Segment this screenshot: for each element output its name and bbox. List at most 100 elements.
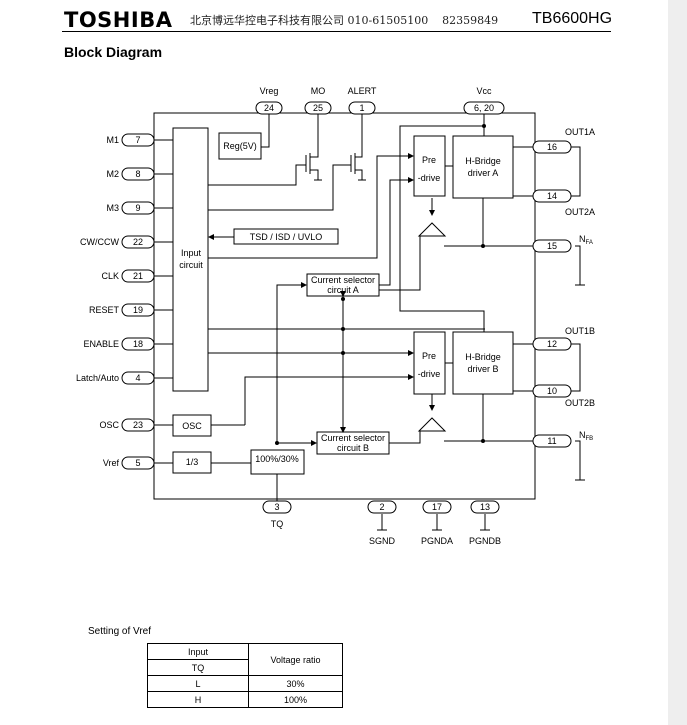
right-pin-3: 12 bbox=[532, 337, 572, 351]
bottom-pin-1: 2 bbox=[367, 500, 397, 514]
comparator-a bbox=[417, 222, 447, 237]
bottom-pin-label-1: SGND bbox=[369, 536, 396, 546]
comparator-b bbox=[417, 417, 447, 432]
pre-drive-a-label-1: Pre bbox=[422, 155, 436, 165]
external-components bbox=[571, 146, 585, 481]
left-pins: 7M18M29M322CW/CCW21CLK19RESET18ENABLE4La… bbox=[76, 133, 173, 470]
left-pin-9: 5 bbox=[121, 456, 155, 470]
nfb-label: NFB bbox=[579, 430, 593, 442]
input-circuit-block bbox=[172, 127, 209, 392]
right-pin-3-number: 12 bbox=[547, 339, 557, 349]
h-bridge-a-block bbox=[452, 135, 514, 199]
bottom-pin-2: 17 bbox=[422, 500, 452, 514]
page-gutter bbox=[668, 0, 687, 725]
left-pin-label-5: RESET bbox=[89, 305, 120, 315]
bottom-pin-0-number: 3 bbox=[274, 502, 279, 512]
ground-symbols bbox=[377, 514, 490, 531]
pre-drive-b-block bbox=[413, 331, 446, 395]
left-pin-3: 22 bbox=[121, 235, 155, 249]
vref-row-tq: H bbox=[147, 691, 249, 708]
input-circuit-label-1: Input bbox=[181, 248, 202, 258]
current-selector-b-label-2: circuit B bbox=[337, 443, 369, 453]
chip-outline bbox=[153, 112, 536, 500]
vref-row-ratio: 30% bbox=[248, 675, 343, 692]
left-pin-4-number: 21 bbox=[133, 271, 143, 281]
right-pin-0-number: 16 bbox=[547, 142, 557, 152]
right-pin-label-1: OUT2A bbox=[565, 207, 595, 217]
protection-label: TSD / ISD / UVLO bbox=[250, 232, 323, 242]
right-pin-4: 10 bbox=[532, 384, 572, 398]
right-pin-2: 15 bbox=[532, 239, 572, 253]
alert-transistor bbox=[350, 147, 366, 181]
top-pin-0-number: 24 bbox=[264, 103, 274, 113]
control-wiring bbox=[208, 113, 535, 502]
divider-label: 1/3 bbox=[186, 457, 199, 467]
pre-drive-b-label-2: -drive bbox=[418, 369, 441, 379]
left-pin-label-0: M1 bbox=[106, 135, 119, 145]
regulator-label: Reg(5V) bbox=[223, 141, 257, 151]
right-pin-5-number: 11 bbox=[547, 436, 556, 446]
part-number: TB6600HG bbox=[532, 10, 613, 27]
left-pin-2: 9 bbox=[121, 201, 155, 215]
mo-transistor bbox=[305, 147, 322, 181]
left-pin-label-3: CW/CCW bbox=[80, 237, 119, 247]
top-pin-label-1: MO bbox=[311, 86, 326, 96]
left-pin-0-number: 7 bbox=[135, 135, 140, 145]
left-pin-label-7: Latch/Auto bbox=[76, 373, 119, 383]
left-pin-0: 7 bbox=[121, 133, 155, 147]
top-pin-2-number: 1 bbox=[359, 103, 364, 113]
top-pin-3-number: 6, 20 bbox=[474, 103, 494, 113]
current-selector-a-label-1: Current selector bbox=[311, 275, 375, 285]
top-pin-label-2: ALERT bbox=[348, 86, 377, 96]
right-pin-1-number: 14 bbox=[547, 191, 557, 201]
left-pin-label-9: Vref bbox=[103, 458, 120, 468]
right-pin-1: 14 bbox=[532, 189, 572, 203]
vref-row-ratio: 100% bbox=[248, 691, 343, 708]
vref-table-title: Setting of Vref bbox=[88, 626, 151, 637]
tq-label: TQ bbox=[271, 519, 284, 529]
vref-head-tq: TQ bbox=[147, 659, 249, 676]
top-pin-1: 25 bbox=[304, 101, 332, 115]
top-pin-3: 6, 20 bbox=[463, 101, 505, 115]
left-pin-label-8: OSC bbox=[99, 420, 119, 430]
oscillator-label: OSC bbox=[182, 421, 202, 431]
pre-drive-b-label-1: Pre bbox=[422, 351, 436, 361]
nfa-label: NFA bbox=[579, 234, 593, 246]
h-bridge-b-label-1: H-Bridge bbox=[465, 352, 501, 362]
vref-row-tq: L bbox=[147, 675, 249, 692]
bottom-pin-label-2: PGNDA bbox=[421, 536, 453, 546]
bottom-pin-3: 13 bbox=[470, 500, 500, 514]
bottom-pin-3-number: 13 bbox=[480, 502, 490, 512]
h-bridge-b-block bbox=[452, 331, 514, 395]
left-pin-label-6: ENABLE bbox=[83, 339, 119, 349]
bottom-pin-0: 3 bbox=[262, 500, 292, 514]
top-pin-label-0: Vreg bbox=[260, 86, 279, 96]
regulator-block bbox=[218, 132, 262, 160]
input-circuit-label-2: circuit bbox=[179, 260, 203, 270]
bottom-pin-2-number: 17 bbox=[432, 502, 442, 512]
top-pin-1-number: 25 bbox=[313, 103, 323, 113]
right-pin-4-number: 10 bbox=[547, 386, 557, 396]
page-title: Block Diagram bbox=[64, 44, 163, 60]
pre-drive-a-label-2: -drive bbox=[418, 173, 441, 183]
current-selector-b-label-1: Current selector bbox=[321, 433, 385, 443]
left-pin-9-number: 5 bbox=[135, 458, 140, 468]
right-pin-label-4: OUT2B bbox=[565, 398, 595, 408]
left-pin-7: 4 bbox=[121, 371, 155, 385]
block-diagram: Input circuit Reg(5V) TSD / ISD / UVLO C… bbox=[76, 86, 595, 546]
current-selector-a-label-2: circuit A bbox=[327, 285, 359, 295]
header-contact: 北京博远华控电子科技有限公司 010-61505100 82359849 bbox=[190, 14, 499, 27]
left-pin-5-number: 19 bbox=[133, 305, 143, 315]
vref-head-input: Input bbox=[147, 643, 249, 660]
junction-dots bbox=[275, 124, 486, 445]
toshiba-logo: TOSHIBA bbox=[64, 8, 173, 32]
h-bridge-b-label-2: driver B bbox=[467, 364, 498, 374]
h-bridge-a-label-1: H-Bridge bbox=[465, 156, 501, 166]
left-pin-2-number: 9 bbox=[135, 203, 140, 213]
h-bridge-a-label-2: driver A bbox=[468, 168, 499, 178]
right-pin-0: 16 bbox=[532, 140, 572, 154]
top-pin-2: 1 bbox=[348, 101, 376, 115]
